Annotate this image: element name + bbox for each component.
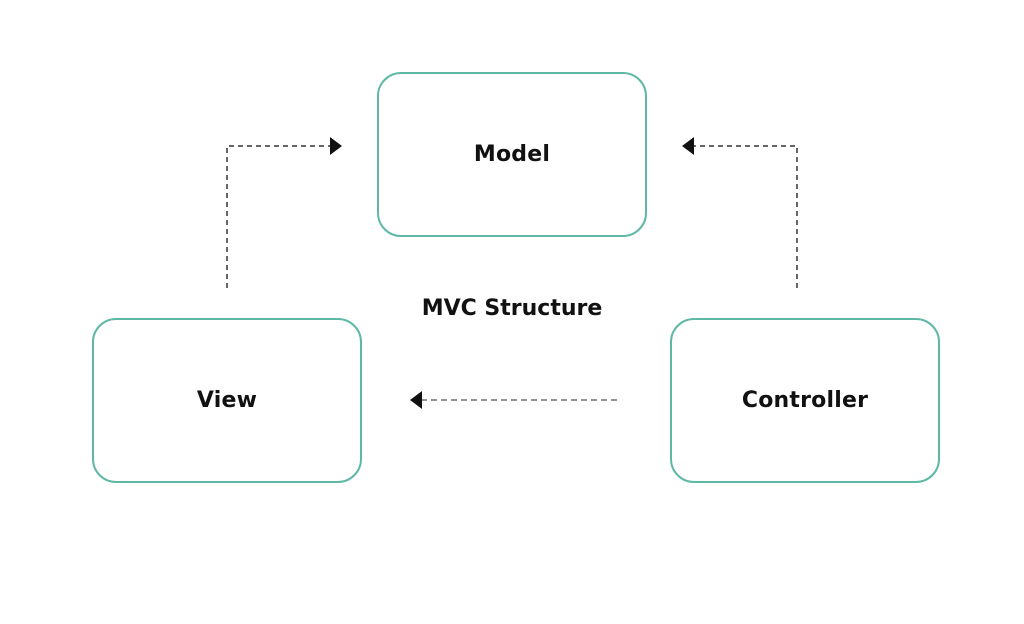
connector-controller-to-view bbox=[410, 391, 617, 409]
view-label: View bbox=[196, 388, 258, 413]
arrowhead-left-icon bbox=[682, 137, 694, 155]
view-node[interactable]: View bbox=[92, 318, 362, 483]
controller-label: Controller bbox=[741, 388, 869, 413]
connector-view-to-model bbox=[226, 137, 342, 288]
model-label: Model bbox=[473, 142, 551, 167]
connector-controller-to-model bbox=[682, 137, 798, 288]
controller-node[interactable]: Controller bbox=[670, 318, 940, 483]
diagram-title: MVC Structure bbox=[421, 296, 603, 321]
model-node[interactable]: Model bbox=[377, 72, 647, 237]
arrowhead-left-icon bbox=[410, 391, 422, 409]
arrowhead-right-icon bbox=[330, 137, 342, 155]
